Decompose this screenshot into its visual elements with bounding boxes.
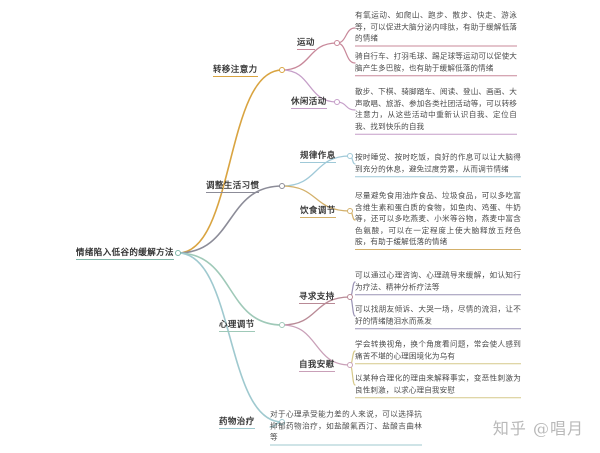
mindmap-leaf-b2c2l1[interactable]: 尽量避免食用油炸食品、垃圾食品，可以多吃富含维生素和蛋白质的食物，如鱼肉、鸡蛋、… xyxy=(355,190,521,250)
mindmap-leaf-b3c1l2[interactable]: 可以找朋友倾诉、大哭一场，尽情的流泪，让不好的情绪随泪水而蒸发 xyxy=(355,303,521,329)
node-connector-dot xyxy=(279,67,285,73)
mindmap-leaf-b1c1l2[interactable]: 骑自行车、打羽毛球、踢足球等运动可以促使大脑产生多巴胺，也有助于缓解低落的情绪 xyxy=(355,50,517,76)
watermark: 知乎 @唱月 xyxy=(492,419,584,438)
node-connector-dot xyxy=(347,208,353,214)
mindmap-branch-b1[interactable]: 转移注意力 xyxy=(213,65,258,77)
node-connector-dot xyxy=(334,40,340,46)
node-connector-dot xyxy=(279,322,285,328)
mindmap-branch-b4[interactable]: 药物治疗 xyxy=(219,417,255,429)
mindmap-subbranch-b2c2[interactable]: 饮食调节 xyxy=(300,206,336,218)
mindmap-root-node[interactable]: 情绪陷入低谷的缓解方法 xyxy=(76,248,174,260)
mindmap-leaf-b3c2l1[interactable]: 学会转换视角，换个角度看问题，常会使人感到痛苦不堪的心理困境化为乌有 xyxy=(355,338,521,364)
node-connector-dot xyxy=(347,362,353,368)
mindmap-branch-b3[interactable]: 心理调节 xyxy=(219,320,255,332)
mindmap-subbranch-b2c1[interactable]: 规律作息 xyxy=(300,151,336,163)
mindmap-leaf-b1c1l1[interactable]: 有氧运动、如爬山、跑步、散步、快走、游泳等，可以促进大脑分泌内啡肽，有助于缓解低… xyxy=(355,10,517,47)
node-connector-dot xyxy=(279,183,285,189)
mindmap-leaf-b4l1[interactable]: 对于心理承受能力差的人来说，可以选择抗抑郁药物治疗，如盐酸氟西汀、盐酸吉曲林等 xyxy=(270,409,422,446)
mindmap-leaf-b2c1l1[interactable]: 按时睡觉、按时吃饭，良好的作息可以让大脑得到充分的休息，避免过度劳累，从而调节情… xyxy=(355,151,521,177)
node-connector-dot xyxy=(347,294,353,300)
node-connector-dot xyxy=(347,153,353,159)
mindmap-leaf-b3c1l1[interactable]: 可以通过心理咨询、心理疏导来缓解，如认知行为疗法、精神分析疗法等 xyxy=(355,269,521,295)
mindmap-leaf-b3c2l2[interactable]: 以某种合理化的理由来解释事实，变恶性刺激为良性刺激，以求心理自我安慰 xyxy=(355,372,521,398)
mindmap-subbranch-b3c1[interactable]: 寻求支持 xyxy=(299,292,335,304)
mindmap-subbranch-b1c1[interactable]: 运动 xyxy=(297,38,315,50)
mindmap-subbranch-b1c2[interactable]: 休闲活动 xyxy=(291,97,327,109)
node-connector-dot xyxy=(175,250,181,256)
node-connector-dot xyxy=(334,99,340,105)
mindmap-subbranch-b3c2[interactable]: 自我安慰 xyxy=(299,360,335,372)
mindmap-leaf-b1c2l1[interactable]: 散步、下棋、骑脚踏车、阅读、登山、画画、大声歌唱、旅游、参加各类社团活动等，可以… xyxy=(355,86,517,135)
mindmap-branch-b2[interactable]: 调整生活习惯 xyxy=(206,181,260,193)
node-connector-dot xyxy=(279,419,285,425)
